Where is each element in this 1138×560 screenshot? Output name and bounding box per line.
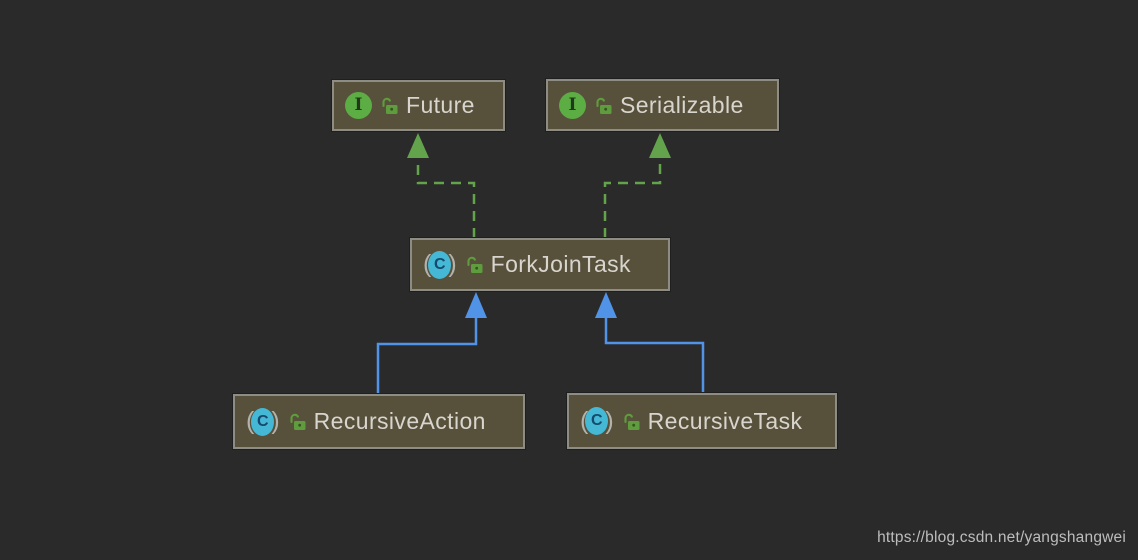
interface-icon: I: [345, 92, 372, 119]
edge-forkjointask-implements-serializable: [603, 133, 671, 238]
unlocked-padlock-icon: [380, 96, 399, 115]
unlocked-padlock-icon: [594, 96, 613, 115]
arrowhead-implements-serializable: [649, 133, 671, 158]
interface-icon: I: [559, 91, 586, 119]
edge-recursivetask-extends-forkjointask: [595, 292, 705, 393]
edge-recursiveaction-extends-forkjointask: [376, 292, 487, 394]
node-label: RecursiveAction: [313, 408, 486, 434]
class-icon: ( C ): [580, 406, 614, 435]
node-label: RecursiveTask: [647, 407, 803, 434]
unlocked-padlock-icon: [622, 412, 641, 431]
unlocked-padlock-icon: [465, 255, 484, 274]
node-label: Serializable: [620, 91, 744, 118]
arrowhead-extends-left: [465, 292, 487, 318]
arrowhead-implements-future: [407, 133, 429, 158]
node-forkjointask[interactable]: ( C ) ForkJoinTask: [410, 238, 670, 291]
node-label: ForkJoinTask: [490, 251, 631, 277]
class-icon: ( C ): [246, 407, 280, 436]
node-future[interactable]: I Future: [332, 80, 505, 131]
arrowhead-extends-right: [595, 292, 617, 318]
node-recursiveaction[interactable]: ( C ) RecursiveAction: [233, 394, 525, 449]
edge-forkjointask-implements-future: [407, 133, 476, 238]
unlocked-padlock-icon: [288, 412, 307, 431]
node-serializable[interactable]: I Serializable: [546, 79, 779, 131]
class-icon: ( C ): [423, 250, 457, 279]
node-recursivetask[interactable]: ( C ) RecursiveTask: [567, 393, 837, 449]
watermark-url: https://blog.csdn.net/yangshangwei: [877, 529, 1126, 546]
node-label: Future: [406, 92, 475, 118]
